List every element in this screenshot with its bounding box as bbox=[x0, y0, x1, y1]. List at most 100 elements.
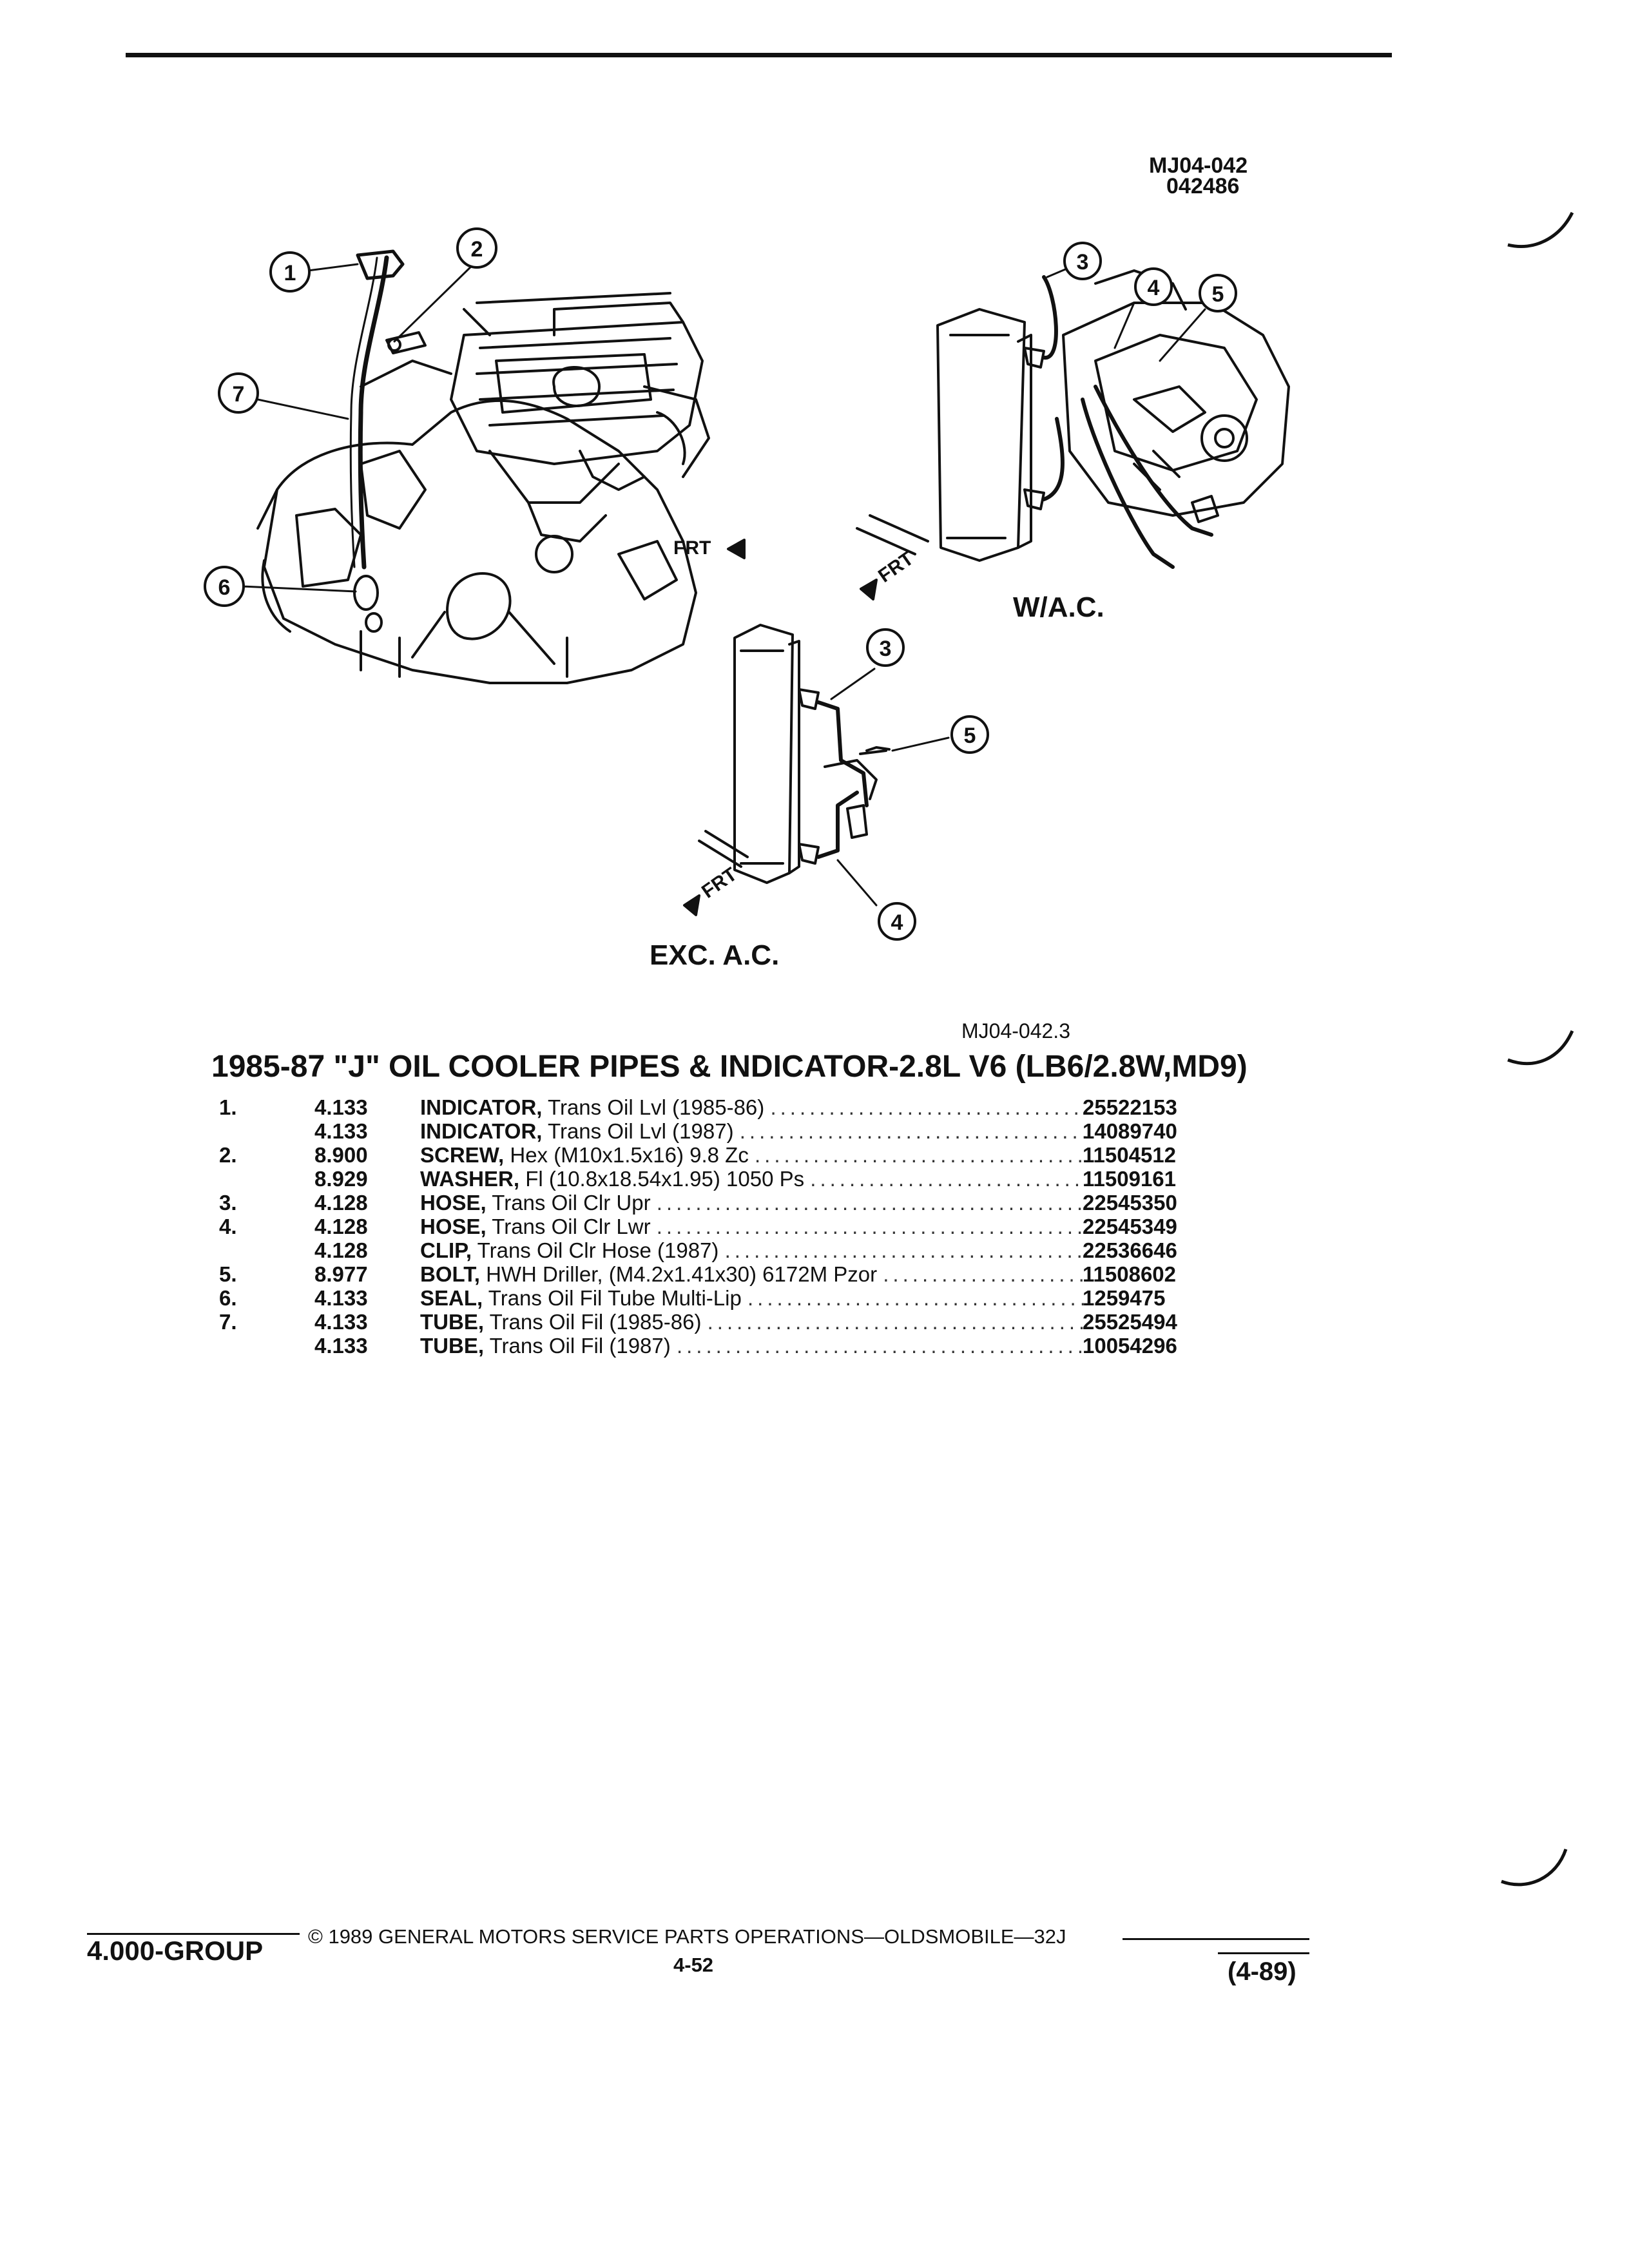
item-number: 1. bbox=[219, 1095, 237, 1119]
callout-leaders bbox=[240, 260, 1206, 907]
top-rule bbox=[126, 53, 1392, 57]
footer-group: 4.000-GROUP bbox=[87, 1936, 264, 1966]
callout-5-wac: 5 bbox=[1212, 282, 1224, 307]
part-number: 11504512 bbox=[1083, 1143, 1177, 1167]
footer-rule-left bbox=[87, 1933, 300, 1935]
exc-ac-label: EXC. A.C. bbox=[650, 939, 780, 971]
parts-row: 6. 4.133 SEAL, Trans Oil Fil Tube Multi-… bbox=[219, 1286, 1224, 1310]
item-number: 5. bbox=[219, 1262, 237, 1286]
pen-mark bbox=[1507, 1030, 1574, 1066]
parts-row: 7. 4.133 TUBE, Trans Oil Fil (1985-86) .… bbox=[219, 1310, 1224, 1334]
frt-label-engine: FRT bbox=[673, 537, 711, 559]
callout-3-exc: 3 bbox=[880, 637, 892, 661]
part-description: TUBE, Trans Oil Fil (1987) .............… bbox=[420, 1334, 1090, 1358]
part-description: SCREW, Hex (M10x1.5x16) 9.8 Zc .........… bbox=[420, 1143, 1090, 1167]
part-description: HOSE, Trans Oil Clr Upr ................… bbox=[420, 1191, 1090, 1215]
part-detail: Trans Oil Lvl (1987) bbox=[548, 1119, 734, 1143]
parts-row: 8.929 WASHER, Fl (10.8x18.54x1.95) 1050 … bbox=[219, 1167, 1224, 1191]
part-name: INDICATOR, bbox=[420, 1119, 543, 1143]
callout-6: 6 bbox=[218, 575, 231, 600]
group-number: 8.900 bbox=[314, 1143, 368, 1167]
illustration-code: MJ04-042 bbox=[1149, 153, 1248, 178]
part-name: TUBE, bbox=[420, 1334, 484, 1358]
part-name: BOLT, bbox=[420, 1262, 480, 1286]
footer-rule-right-lower bbox=[1218, 1952, 1309, 1954]
part-detail: Trans Oil Clr Upr bbox=[492, 1191, 651, 1215]
part-number: 14089740 bbox=[1083, 1119, 1177, 1143]
group-number: 4.133 bbox=[314, 1286, 368, 1310]
callout-3-wac: 3 bbox=[1077, 250, 1089, 274]
part-name: SCREW, bbox=[420, 1143, 505, 1167]
item-number: 3. bbox=[219, 1191, 237, 1215]
part-description: CLIP, Trans Oil Clr Hose (1987) ........… bbox=[420, 1238, 1090, 1262]
leader-dots: ........................................… bbox=[739, 1119, 1090, 1143]
item-number: 7. bbox=[219, 1310, 237, 1334]
leader-dots: ........................................… bbox=[656, 1191, 1090, 1215]
part-description: BOLT, HWH Driller, (M4.2x1.41x30) 6172M … bbox=[420, 1262, 1090, 1286]
part-name: INDICATOR, bbox=[420, 1095, 543, 1119]
part-description: TUBE, Trans Oil Fil (1985-86) ..........… bbox=[420, 1310, 1090, 1334]
group-number: 4.133 bbox=[314, 1095, 368, 1119]
part-number: 25522153 bbox=[1083, 1095, 1177, 1119]
pen-mark bbox=[1507, 211, 1574, 249]
part-name: WASHER, bbox=[420, 1167, 520, 1191]
callout-5-exc: 5 bbox=[964, 724, 976, 748]
part-detail: Trans Oil Fil Tube Multi-Lip bbox=[488, 1286, 742, 1310]
group-number: 8.977 bbox=[314, 1262, 368, 1286]
leader-dots: ........................................… bbox=[724, 1238, 1090, 1262]
parts-row: 5. 8.977 BOLT, HWH Driller, (M4.2x1.41x3… bbox=[219, 1262, 1224, 1286]
part-name: HOSE, bbox=[420, 1191, 487, 1215]
parts-row: 4.133 INDICATOR, Trans Oil Lvl (1987) ..… bbox=[219, 1119, 1224, 1143]
footer-revision: (4-89) bbox=[1228, 1957, 1296, 1986]
part-detail: Trans Oil Clr Hose (1987) bbox=[477, 1238, 719, 1262]
leader-dots: ........................................… bbox=[707, 1310, 1090, 1334]
parts-row: 4.133 TUBE, Trans Oil Fil (1987) .......… bbox=[219, 1334, 1224, 1358]
part-description: INDICATOR, Trans Oil Lvl (1985-86) .....… bbox=[420, 1095, 1090, 1119]
part-detail: Trans Oil Fil (1985-86) bbox=[489, 1310, 702, 1334]
parts-row: 4. 4.128 HOSE, Trans Oil Clr Lwr .......… bbox=[219, 1215, 1224, 1238]
exc-ac-cooler-illustration bbox=[683, 624, 891, 916]
leader-dots: ........................................… bbox=[656, 1215, 1090, 1238]
part-name: SEAL, bbox=[420, 1286, 483, 1310]
leader-dots: ........................................… bbox=[810, 1167, 1090, 1191]
pen-mark bbox=[1501, 1849, 1568, 1887]
wac-cooler-illustration bbox=[856, 269, 1290, 601]
parts-row: 1. 4.133 INDICATOR, Trans Oil Lvl (1985-… bbox=[219, 1095, 1224, 1119]
parts-list: 1. 4.133 INDICATOR, Trans Oil Lvl (1985-… bbox=[219, 1095, 1224, 1358]
part-detail: Hex (M10x1.5x16) 9.8 Zc bbox=[510, 1143, 749, 1167]
footer-rule-right bbox=[1123, 1938, 1309, 1940]
part-detail: Trans Oil Clr Lwr bbox=[492, 1215, 651, 1238]
leader-dots: ........................................… bbox=[676, 1334, 1090, 1358]
footer-copyright: © 1989 GENERAL MOTORS SERVICE PARTS OPER… bbox=[308, 1925, 1066, 1948]
leader-dots: ........................................… bbox=[883, 1262, 1090, 1286]
group-number: 4.128 bbox=[314, 1191, 368, 1215]
part-description: WASHER, Fl (10.8x18.54x1.95) 1050 Ps ...… bbox=[420, 1167, 1090, 1191]
part-number: 11509161 bbox=[1083, 1167, 1177, 1191]
engine-illustration bbox=[256, 249, 746, 684]
callout-4-wac: 4 bbox=[1148, 276, 1160, 300]
part-detail: HWH Driller, (M4.2x1.41x30) 6172M Pzor bbox=[486, 1262, 878, 1286]
part-description: SEAL, Trans Oil Fil Tube Multi-Lip .....… bbox=[420, 1286, 1090, 1310]
callout-2: 2 bbox=[471, 237, 483, 262]
part-number: 1259475 bbox=[1083, 1286, 1166, 1310]
callout-1: 1 bbox=[284, 261, 296, 285]
group-number: 4.133 bbox=[314, 1310, 368, 1334]
wac-label: W/A.C. bbox=[1013, 591, 1104, 623]
part-number: 10054296 bbox=[1083, 1334, 1177, 1358]
part-number: 11508602 bbox=[1083, 1262, 1177, 1286]
part-number: 22545350 bbox=[1083, 1191, 1177, 1215]
oil-cooler-diagram: 1 2 3 4 5 6 7 3 5 4 FRT FRT FRT bbox=[204, 227, 1290, 941]
figure-caption-code: MJ04-042.3 bbox=[961, 1019, 1070, 1043]
part-name: CLIP, bbox=[420, 1238, 472, 1262]
group-number: 4.133 bbox=[314, 1334, 368, 1358]
leader-dots: ........................................… bbox=[755, 1143, 1090, 1167]
parts-row: 2. 8.900 SCREW, Hex (M10x1.5x16) 9.8 Zc … bbox=[219, 1143, 1224, 1167]
group-number: 4.128 bbox=[314, 1215, 368, 1238]
part-number: 22545349 bbox=[1083, 1215, 1177, 1238]
item-number: 4. bbox=[219, 1215, 237, 1238]
part-number: 22536646 bbox=[1083, 1238, 1177, 1262]
leader-dots: ........................................… bbox=[747, 1286, 1090, 1310]
part-name: HOSE, bbox=[420, 1215, 487, 1238]
group-number: 4.133 bbox=[314, 1119, 368, 1143]
part-detail: Fl (10.8x18.54x1.95) 1050 Ps bbox=[525, 1167, 805, 1191]
